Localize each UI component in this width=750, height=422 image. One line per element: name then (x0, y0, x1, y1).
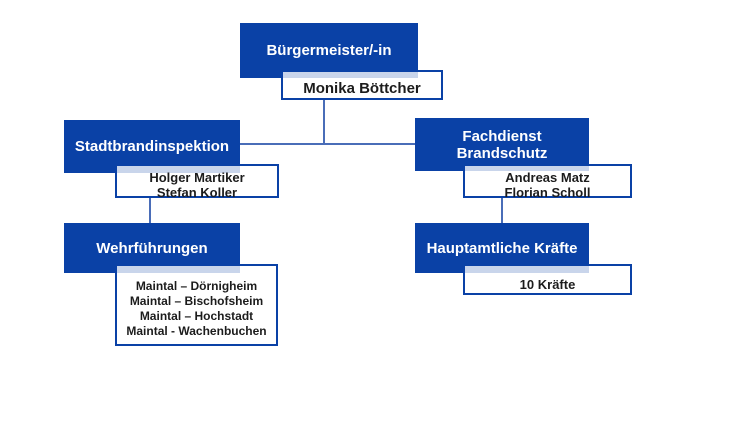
member-name: Florian Scholl (504, 185, 591, 200)
node-fachdienst-members: Andreas Matz Florian Scholl (463, 164, 632, 200)
member-name: Stefan Koller (156, 185, 238, 200)
member-name: 10 Kräfte (519, 276, 576, 292)
member-name: Maintal – Hochstadt (139, 309, 254, 323)
member-name: Maintal – Bischofsheim (129, 294, 264, 308)
connector-right-vertical (501, 198, 503, 223)
node-fachdienst-brandschutz-title: Fachdienst Brandschutz (456, 127, 548, 162)
node-fachdienst-brandschutz: Fachdienst Brandschutz (415, 118, 589, 171)
node-wehrfuehrungen-title: Wehrführungen (96, 239, 208, 257)
member-name: Maintal – Dörnigheim (135, 279, 258, 293)
node-stadtbrandinspektion-members: Holger Martiker Stefan Koller (115, 164, 279, 200)
connector-left-vertical (149, 198, 151, 223)
node-buergermeister-title: Bürgermeister/-in (266, 42, 392, 59)
member-name: Andreas Matz (505, 170, 590, 185)
member-name: Maintal - Wachenbuchen (126, 324, 267, 338)
node-buergermeister: Bürgermeister/-in (240, 23, 418, 78)
connector-root-vertical (323, 100, 325, 145)
node-hauptamtliche-members: 10 Kräfte (463, 264, 632, 295)
connector-horizontal (240, 143, 415, 145)
node-buergermeister-person: Monika Böttcher (281, 70, 443, 100)
node-hauptamtliche-kraefte-title: Hauptamtliche Kräfte (426, 239, 578, 257)
member-name: Holger Martiker (149, 170, 245, 185)
person-name: Monika Böttcher (303, 80, 421, 97)
node-stadtbrandinspektion-title: Stadtbrandinspektion (74, 138, 230, 155)
node-wehrfuehrungen-members: Maintal – Dörnigheim Maintal – Bischofsh… (115, 264, 278, 346)
